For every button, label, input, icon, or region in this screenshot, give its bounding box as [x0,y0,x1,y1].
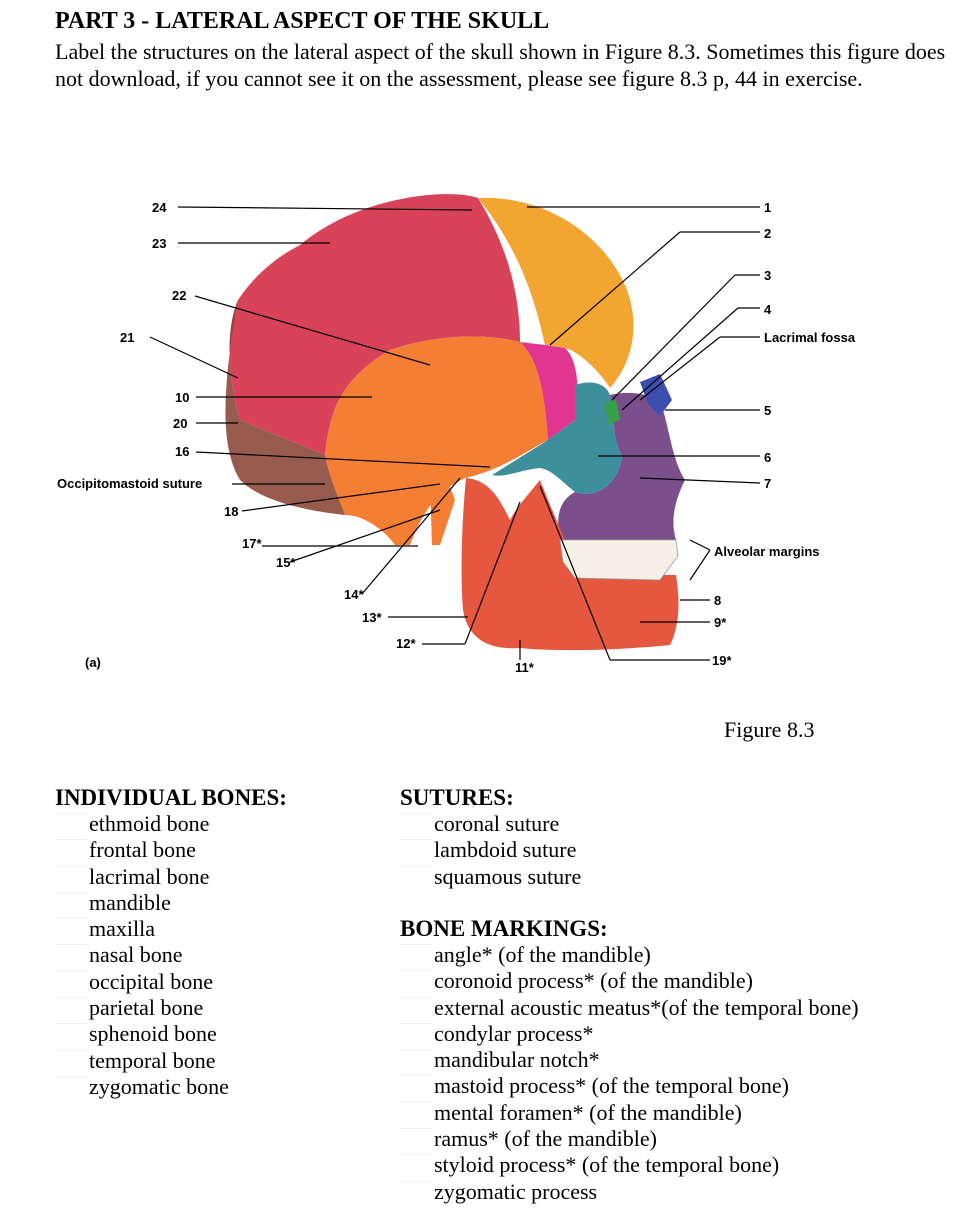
list-item: nasal bone [55,942,229,968]
label-19: 19* [712,653,732,668]
list-item: parietal bone [55,995,229,1021]
parietal-bone [229,194,520,455]
label-8: 8 [714,593,721,608]
list-item: styloid process* (of the temporal bone) [400,1152,859,1178]
label-9: 9* [714,615,727,630]
list-item: ramus* (of the mandible) [400,1126,859,1152]
label-18: 18 [224,504,238,519]
label-7: 7 [764,476,771,491]
label-11: 11* [515,660,535,675]
list-item: lacrimal bone [55,864,229,890]
label-22: 22 [172,288,186,303]
zygomatic-bone [492,382,622,494]
nasal-bone [640,374,672,416]
list-item: maxilla [55,916,229,942]
maxilla-bone [558,392,685,547]
label-occipitomastoid-suture: Occipitomastoid suture [57,476,202,491]
list-item: angle* (of the mandible) [400,942,859,968]
bone-markings-heading: BONE MARKINGS: [400,916,608,941]
temporal-bone [325,336,548,545]
list-item: lambdoid suture [400,837,581,863]
label-alveolar-margins: Alveolar margins [714,544,820,559]
label-23: 23 [152,236,166,251]
list-item: zygomatic bone [55,1074,229,1100]
list-item: condylar process* [400,1021,859,1047]
page-title: PART 3 - LATERAL ASPECT OF THE SKULL [55,8,550,34]
label-16: 16 [175,444,189,459]
list-item: external acoustic meatus*(of the tempora… [400,995,859,1021]
list-item: mastoid process* (of the temporal bone) [400,1073,859,1099]
teeth [559,539,679,581]
list-item: frontal bone [55,837,229,863]
list-item: occipital bone [55,969,229,995]
label-24: 24 [152,200,167,215]
sutures-list: coronal suture lambdoid suture squamous … [400,811,581,890]
label-15: 15* [276,555,296,570]
label-13: 13* [362,610,382,625]
bone-markings-list: angle* (of the mandible) coronoid proces… [400,942,859,1205]
list-item: mental foramen* (of the mandible) [400,1100,859,1126]
label-4: 4 [764,302,772,317]
list-item: mandible [55,890,229,916]
label-1: 1 [764,200,771,215]
label-6: 6 [764,450,771,465]
label-17: 17* [242,536,262,551]
list-item: ethmoid bone [55,811,229,837]
occipital-bone [225,300,345,515]
panel-label: (a) [85,655,101,670]
list-item: sphenoid bone [55,1021,229,1047]
label-20: 20 [173,416,187,431]
list-item: squamous suture [400,864,581,890]
sphenoid-bone [520,342,578,440]
label-3: 3 [764,268,771,283]
right-leader-lines [527,206,761,661]
individual-bones-list: ethmoid bone frontal bone lacrimal bone … [55,811,229,1100]
sutures-heading: SUTURES: [400,785,514,810]
label-12: 12* [396,636,416,651]
individual-bones-heading: INDIVIDUAL BONES: [55,785,287,810]
figure-caption: Figure 8.3 [724,717,815,742]
styloid-process [430,482,455,545]
label-10: 10 [175,390,189,405]
instructions-text: Label the structures on the lateral aspe… [55,39,946,91]
label-lacrimal-fossa: Lacrimal fossa [764,330,856,345]
list-item: coronal suture [400,811,581,837]
label-14: 14* [344,587,364,602]
frontal-bone [478,197,634,388]
skull-figure: 24 23 22 21 10 20 16 Occipitomastoid sut… [57,194,856,675]
left-leader-lines [149,206,521,660]
list-item: temporal bone [55,1048,229,1074]
label-21: 21 [120,330,134,345]
list-item: coronoid process* (of the mandible) [400,968,859,994]
label-5: 5 [764,403,771,418]
lacrimal-bone [605,400,620,424]
list-item: zygomatic process [400,1179,859,1205]
label-2: 2 [764,226,771,241]
list-item: mandibular notch* [400,1047,859,1073]
